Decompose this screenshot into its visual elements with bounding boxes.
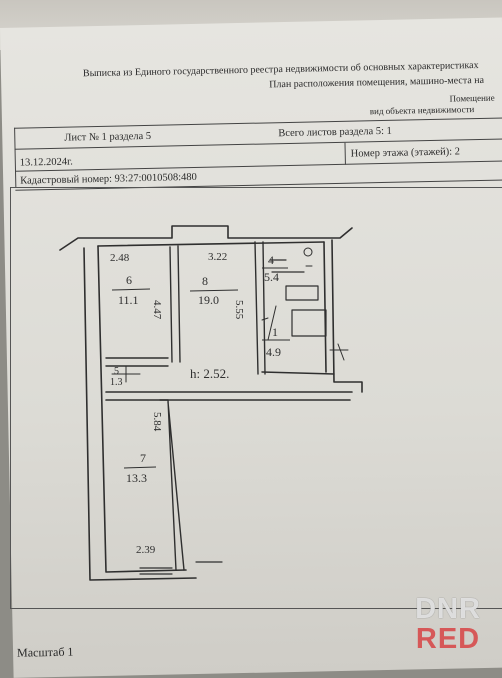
dim-bottom: 2.39 xyxy=(136,544,156,556)
plan-inner-wall-top xyxy=(97,241,325,247)
room-4-number: 4 xyxy=(268,253,274,267)
plan-outer-wall-right xyxy=(323,239,363,393)
plan-partition-6-5 xyxy=(105,357,169,367)
room-6-number: 6 xyxy=(126,273,132,287)
room-5-area: 1.3 xyxy=(110,377,123,388)
room-7-divider xyxy=(123,466,157,469)
dim-room-7-height: 5.84 xyxy=(151,412,163,432)
plan-wall-bottom-right xyxy=(261,371,335,375)
plan-partition-6-8 xyxy=(169,245,181,363)
plan-outer-wall-left xyxy=(83,247,197,581)
room-6-divider xyxy=(111,288,151,291)
watermark-line-1: DNR xyxy=(415,593,481,625)
room-4-area: 5.4 xyxy=(264,270,279,284)
plan-outer-wall-top xyxy=(59,225,353,251)
plan-partition-7 xyxy=(159,399,185,571)
plan-fixture-details xyxy=(261,265,313,341)
plan-fixtures xyxy=(269,259,327,337)
plan-fixture-circle xyxy=(303,247,313,257)
room-8-area: 19.0 xyxy=(198,293,219,307)
dim-top-left: 2.48 xyxy=(110,252,130,264)
dim-top-mid: 3.22 xyxy=(208,251,227,263)
watermark-line-2: RED xyxy=(415,623,481,655)
room-1-area: 4.9 xyxy=(266,345,281,359)
site-watermark: DNR RED xyxy=(398,594,498,666)
plan-frame xyxy=(10,187,502,609)
plan-window-bottom xyxy=(139,561,223,575)
plan-inner-wall-left xyxy=(97,245,187,573)
plan-room-5-mark xyxy=(111,365,141,383)
room-1-number: 1 xyxy=(272,325,278,339)
room-8-divider xyxy=(189,289,239,292)
plan-right-mark xyxy=(329,343,349,361)
room-5-number: 5 xyxy=(114,366,119,377)
room-7-area: 13.3 xyxy=(126,471,147,485)
plan-corridor-wall xyxy=(105,391,353,401)
room-6-area: 11.1 xyxy=(118,293,139,307)
room-7-number: 7 xyxy=(140,451,146,465)
dim-room-8-height: 5.55 xyxy=(233,300,245,320)
ceiling-height-note: h: 2.52. xyxy=(190,366,229,381)
dim-room-6-height: 4.47 xyxy=(151,300,163,320)
room-8-number: 8 xyxy=(202,274,208,288)
plan-partition-8-4 xyxy=(254,241,266,375)
